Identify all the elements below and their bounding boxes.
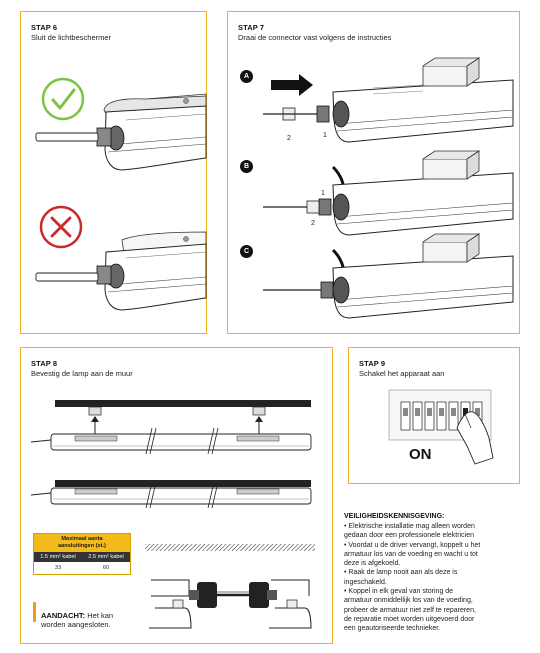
breaker-panel-illustration (388, 389, 494, 465)
cross-icon (39, 205, 83, 249)
table-header-line1: Maximaal aanta (61, 536, 103, 542)
step7-subtitle: Draai de connector vast volgens de instr… (238, 33, 392, 42)
table-val2: 60 (102, 564, 110, 571)
safety-line: • Koppel in elk geval van storing de (344, 588, 454, 596)
safety-line: • Voordat u de driver vervangt, koppelt … (344, 541, 481, 549)
luminaire-closed-illustration (35, 93, 207, 171)
connector-b-illustration: 1 2 (263, 150, 514, 236)
connections-table: Maximaal aanta aansluitingen (st.) 1.5 m… (33, 533, 131, 575)
luminaire-open-illustration (35, 231, 207, 311)
step6-panel: STAP 6 Sluit de lichtbeschermer (20, 11, 207, 334)
step8-title: STAP 8 (31, 359, 58, 368)
step6-title: STAP 6 (31, 23, 58, 32)
step7-badge-b: B (240, 160, 253, 173)
step7-panel: STAP 7 Draai de connector vast volgens d… (227, 11, 520, 334)
warning-text-1: Het kan (85, 611, 114, 620)
through-wiring-illustration (145, 544, 315, 629)
step7-a-num2: 1 (323, 132, 327, 139)
step7-badge-c: C (240, 245, 253, 258)
safety-body: • Elektrische installatie mag alleen wor… (344, 522, 534, 634)
step6-subtitle: Sluit de lichtbeschermer (31, 33, 112, 42)
warning-bold: AANDACHT: (41, 611, 86, 620)
safety-line: de reparatie moet worden uitgevoerd door (344, 615, 475, 623)
step8-subtitle: Bevestig de lamp aan de muur (31, 369, 133, 378)
step7-title: STAP 7 (238, 23, 265, 32)
step7-b-num2: 2 (311, 220, 315, 227)
check-icon (41, 77, 85, 121)
warning-icon (33, 602, 36, 622)
safety-line: armatuur onmiddellijk los van de voeding… (344, 597, 473, 605)
warning-text-2: worden aangesloten. (41, 620, 111, 630)
safety-line: deze is afgekoeld. (344, 560, 401, 568)
safety-line: • Elektrische installatie mag alleen wor… (344, 523, 475, 530)
on-label: ON (409, 446, 432, 463)
step7-badge-a: A (240, 70, 253, 83)
connector-c-illustration (263, 233, 514, 319)
safety-line: armatuur los van de voeding en wacht u t… (344, 550, 478, 558)
step9-title: STAP 9 (359, 359, 386, 368)
step9-subtitle: Schakel het apparaat aan (359, 369, 445, 378)
safety-line: • Raak de lamp nooit aan als deze is (344, 569, 458, 577)
safety-line: ingeschakeld. (344, 578, 387, 586)
table-col1: 1.5 mm² kabel (40, 553, 76, 560)
wall-mount-illustration (30, 400, 312, 509)
table-row: 33 60 (34, 561, 130, 574)
step7-a-num1: 2 (287, 135, 291, 142)
table-header: Maximaal aanta aansluitingen (st.) (34, 534, 130, 552)
safety-line: gedaan door een professionele elektricie… (344, 532, 474, 540)
step8-panel: STAP 8 Bevestig de lamp aan de muur Maxi (20, 347, 333, 644)
safety-title: VEILIGHEIDSKENNISGEVING: (344, 513, 445, 520)
safety-line: probeer de armatuur niet zelf te reparer… (344, 606, 476, 614)
table-val1: 33 (54, 564, 62, 571)
step9-panel: STAP 9 Schakel het apparaat aan ON (348, 347, 520, 484)
safety-line: een geautoriseerde technieker. (344, 625, 441, 633)
table-column-headers: 1.5 mm² kabel 2.5 mm² kabel (34, 551, 130, 562)
connector-a-illustration: 2 1 (263, 57, 514, 143)
table-header-line2: aansluitingen (st.) (58, 542, 106, 549)
step7-b-num1: 1 (321, 190, 325, 197)
table-col2: 2.5 mm² kabel (88, 553, 124, 560)
warning-text: AANDACHT: Het kan worden aangesloten. (41, 611, 151, 630)
